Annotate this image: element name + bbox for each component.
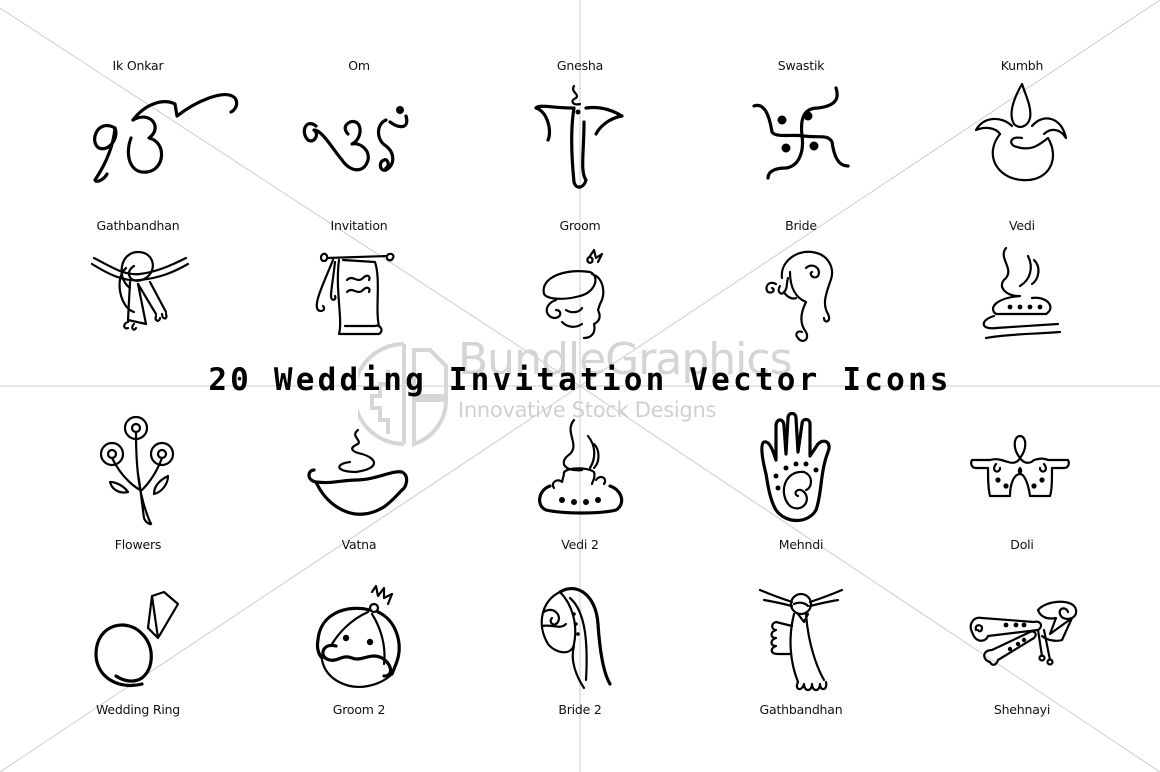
icon-label: Mehndi xyxy=(778,537,824,552)
icon-label: Invitation xyxy=(330,218,388,233)
icon-label: Gathbandhan xyxy=(96,218,180,233)
icon-label: Om xyxy=(348,58,370,73)
bundle-graphics-logo-icon xyxy=(358,342,449,447)
bride-2-icon xyxy=(536,584,612,694)
icon-label: Bride 2 xyxy=(558,702,602,717)
groom-2-icon xyxy=(312,584,406,690)
vedi-icon xyxy=(976,246,1066,354)
icon-label: Shehnayi xyxy=(993,702,1051,717)
icon-label: Vatna xyxy=(341,537,377,552)
icon-label: Vedi 2 xyxy=(561,537,599,552)
doli-icon xyxy=(968,434,1072,508)
om-icon xyxy=(302,100,422,180)
vedi-2-icon xyxy=(534,418,626,522)
wedding-ring-icon xyxy=(92,588,188,692)
icon-label: Bride xyxy=(785,218,817,233)
swastik-icon xyxy=(752,86,852,182)
mehndi-hand-icon xyxy=(756,411,844,528)
icon-label: Gathbandhan xyxy=(759,702,843,717)
vatna-bowl-icon xyxy=(306,428,416,520)
invitation-scroll-icon xyxy=(305,250,415,342)
flowers-icon xyxy=(98,414,176,526)
groom-icon xyxy=(540,248,610,340)
ik-onkar-icon xyxy=(85,80,245,190)
watermark-tagline: Innovative Stock Designs xyxy=(458,398,717,422)
icon-label: Gnesha xyxy=(556,58,604,73)
icon-label: Doli xyxy=(1010,537,1034,552)
shehnayi-icon xyxy=(966,596,1082,676)
icon-label: Vedi xyxy=(1009,218,1035,233)
page-title: 20 Wedding Invitation Vector Icons xyxy=(208,362,952,398)
icon-label: Swastik xyxy=(777,58,825,73)
ganesha-icon xyxy=(534,82,624,190)
gathbandhan-icon xyxy=(90,248,190,340)
icon-label: Kumbh xyxy=(1000,58,1044,73)
icon-label: Flowers xyxy=(114,537,162,552)
icon-label: Groom xyxy=(559,218,601,233)
bride-icon xyxy=(762,248,838,344)
icon-label: Ik Onkar xyxy=(112,58,164,73)
icon-label: Groom 2 xyxy=(332,702,386,717)
icon-label: Wedding Ring xyxy=(95,702,181,717)
kumbh-icon xyxy=(974,82,1070,182)
gathbandhan-2-icon xyxy=(758,582,844,694)
watermark-brand: BundleGraphics xyxy=(458,334,792,385)
watermark: BundleGraphics Innovative Stock Designs xyxy=(358,334,818,450)
